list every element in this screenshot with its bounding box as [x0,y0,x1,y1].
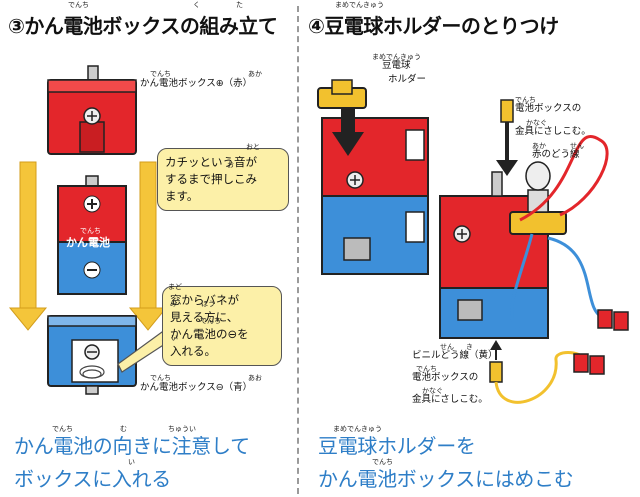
step3-title-ruby-ta: た [236,1,243,9]
bubble2-ruby-mado: まど [168,283,182,291]
box-blue-label: かん電池ボックス⊖（青） [140,382,253,393]
red-wire-label-line1: 電池ボックスの [515,103,582,114]
holder-into-box-illustration [317,79,429,275]
step4-caption-line1: 豆電球ホルダーを [318,434,476,458]
red-wire-ruby-denchi: でんち [515,96,536,104]
battery-label: かん電池 [66,236,110,249]
yellow-wire-ruby-sen: せん [440,343,454,351]
step3-caption-ruby-i: い [128,458,135,466]
yellow-wire-label-line1: ビニルどう線（黄） [412,350,498,361]
battery-label-ruby: でんち [80,227,101,235]
bubble2-line2: 見える方に、 [170,310,239,324]
box-red-ruby-denchi: でんち [150,70,171,78]
bubble2-ruby-denchi: でんち [200,317,221,325]
step3-caption-ruby-chuui: ちゅうい [168,425,196,433]
bubble2-ruby-mi: み [170,300,177,308]
yellow-wire-ruby-ki: き [466,343,473,351]
step3-title-ruby-denchi: でんち [68,1,89,9]
red-wire-ruby-kanagu: かなぐ [526,119,547,127]
section-divider [297,6,299,494]
step3-caption-ruby-mu: む [120,425,127,433]
push-arrow-right [128,161,168,331]
red-wire-label-line3: 赤のどう線 [532,149,580,160]
holder-label-line1: 豆電球 [382,60,411,71]
box-red-label: かん電池ボックス⊕（赤） [140,78,253,89]
yellow-wire-label-line2: 電池ボックスの [412,372,479,383]
press-instruction-bubble: カチッという音が するまで押しこみ ます。 [157,148,289,211]
step3-title: ③かん電池ボックスの組み立て [8,14,278,38]
holder-label-line2: ホルダー [388,74,427,85]
bubble1-line2: するまで押しこみ [165,172,257,186]
bubble1-line1: カチッという音が [165,155,257,169]
step3-caption-line1: かん電池の向きに注意して [14,434,250,458]
bubble2-ruby-hou: ほう [201,300,215,308]
bubble2-line1: 窓からバネが [170,293,239,307]
box-blue-ruby-ao: あお [248,374,262,382]
step3-title-ruby-ku: く [193,1,200,9]
step4-title-ruby: まめでんきゅう [335,1,384,9]
push-arrow-left [8,161,48,331]
insert-instruction-bubble: 窓からバネが 見える方に、 かん電池の⊖を 入れる。 [162,286,282,366]
red-wire-label-line2: 金具にさしこむ。 [515,126,591,137]
battery-box-blue-illustration [47,315,137,395]
battery-illustration [57,175,127,295]
box-red-ruby-aka: あか [248,70,262,78]
bubble2-ruby-i: い [171,334,178,342]
yellow-wire-ruby-denchi: でんち [416,365,437,373]
assembled-box-illustration [439,99,629,404]
step4-caption-ruby-denchi: でんち [372,458,393,466]
step3-caption-line2: ボックスに入れる [14,467,171,491]
step4-caption-ruby-mamedenkyu: まめでんきゅう [333,425,382,433]
step4-title: ④豆電球ホルダーのとりつけ [308,14,559,38]
yellow-wire-ruby-kanagu: かなぐ [422,387,443,395]
bubble1-line3: ます。 [165,189,199,203]
box-blue-ruby-denchi: でんち [150,374,171,382]
step4-caption-line2: かん電池ボックスにはめこむ [318,467,574,491]
bubble1-ruby-oto: おと [246,143,260,151]
red-wire-ruby-aka: あか [532,142,546,150]
yellow-wire-label-line3: 金具にさしこむ。 [412,394,488,405]
red-wire-ruby-sen: せん [570,142,584,150]
step3-caption-ruby-denchi: でんち [52,425,73,433]
holder-label-ruby: まめでんきゅう [372,53,421,61]
bubble2-line4: 入れる。 [170,344,216,358]
bubble2-line3: かん電池の⊖を [170,327,249,341]
battery-box-red-illustration [47,65,137,155]
bubble1-ruby-o: お [227,161,234,169]
